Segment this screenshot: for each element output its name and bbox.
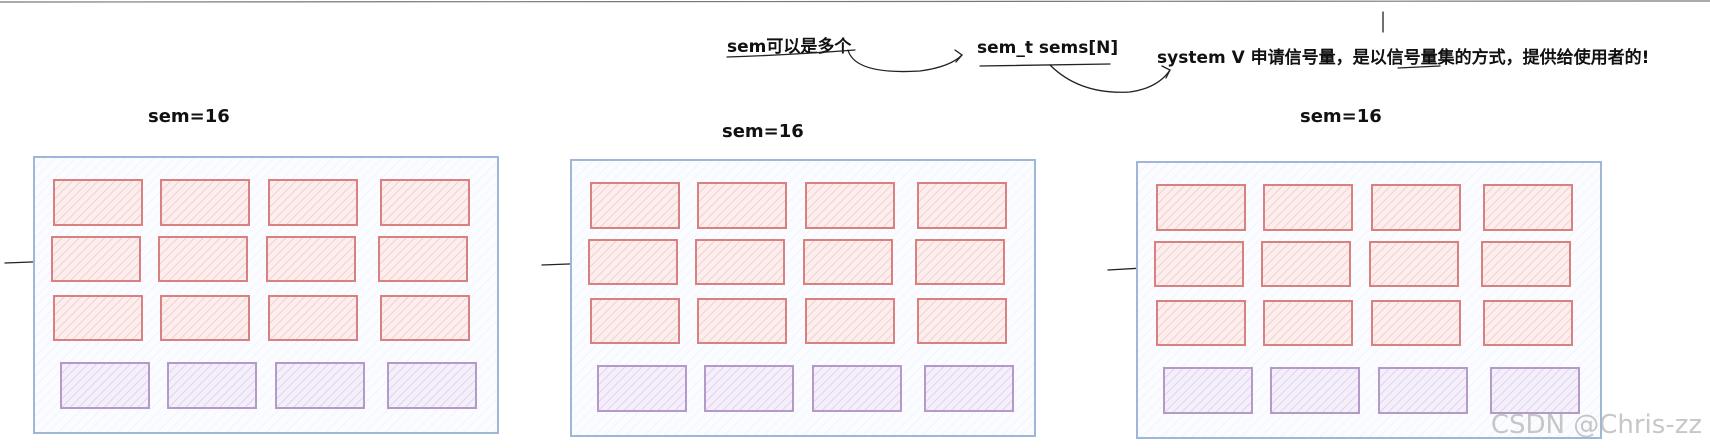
semaphore-cell — [160, 179, 250, 226]
semaphore-set-panel-1 — [33, 156, 499, 434]
semaphore-cell — [158, 236, 248, 282]
semaphore-cell — [803, 239, 893, 285]
semaphore-cell-purple — [1163, 367, 1253, 414]
semaphore-cell-purple — [275, 362, 365, 409]
semaphore-cell — [1481, 241, 1571, 287]
annotation-sem-array: sem_t sems[N] — [977, 38, 1119, 58]
semaphore-cell — [915, 239, 1005, 285]
semaphore-cell-purple — [1490, 367, 1580, 414]
semaphore-cell — [697, 182, 787, 229]
semaphore-cell — [1154, 241, 1244, 287]
semaphore-set-panel-2 — [570, 159, 1036, 437]
semaphore-cell-purple — [704, 365, 794, 412]
semaphore-set-panel-3 — [1136, 161, 1602, 439]
semaphore-cell — [917, 182, 1007, 229]
semaphore-cell — [268, 295, 358, 341]
top-border-line — [0, 0, 1710, 3]
semaphore-cell — [51, 236, 141, 282]
semaphore-cell — [160, 295, 250, 341]
semaphore-cell — [378, 236, 468, 282]
semaphore-cell — [1263, 300, 1353, 346]
semaphore-cell — [266, 236, 356, 282]
semaphore-cell — [697, 298, 787, 344]
semaphore-cell — [1371, 184, 1461, 231]
semaphore-cell — [380, 295, 470, 341]
semaphore-cell — [805, 298, 895, 344]
semaphore-cell-purple — [167, 362, 257, 409]
semaphore-cell — [53, 295, 143, 341]
semaphore-cell-purple — [387, 362, 477, 409]
semaphore-cell — [1483, 300, 1573, 346]
panel-3-sem-label: sem=16 — [1300, 106, 1382, 127]
annotation-system-v-note: system V 申请信号量，是以信号量集的方式，提供给使用者的! — [1157, 48, 1650, 68]
semaphore-cell — [588, 239, 678, 285]
semaphore-cell — [53, 179, 143, 226]
panel-1-sem-label: sem=16 — [148, 106, 230, 127]
semaphore-cell-purple — [1270, 367, 1360, 414]
semaphore-cell-purple — [924, 365, 1014, 412]
semaphore-cell-purple — [597, 365, 687, 412]
semaphore-cell — [590, 182, 680, 229]
semaphore-cell — [1156, 184, 1246, 231]
watermark: CSDN @Chris-zz — [1490, 410, 1702, 440]
semaphore-cell — [1483, 184, 1573, 231]
semaphore-cell — [1369, 241, 1459, 287]
semaphore-cell — [917, 298, 1007, 344]
semaphore-cell — [695, 239, 785, 285]
semaphore-cell — [380, 179, 470, 226]
semaphore-cell-purple — [812, 365, 902, 412]
semaphore-cell-purple — [60, 362, 150, 409]
semaphore-cell-purple — [1378, 367, 1468, 414]
panel-2-sem-label: sem=16 — [722, 121, 804, 142]
semaphore-cell — [1156, 300, 1246, 346]
semaphore-cell — [1263, 184, 1353, 231]
semaphore-cell — [1371, 300, 1461, 346]
semaphore-cell — [805, 182, 895, 229]
semaphore-cell — [268, 179, 358, 226]
semaphore-cell — [1261, 241, 1351, 287]
semaphore-cell — [590, 298, 680, 344]
